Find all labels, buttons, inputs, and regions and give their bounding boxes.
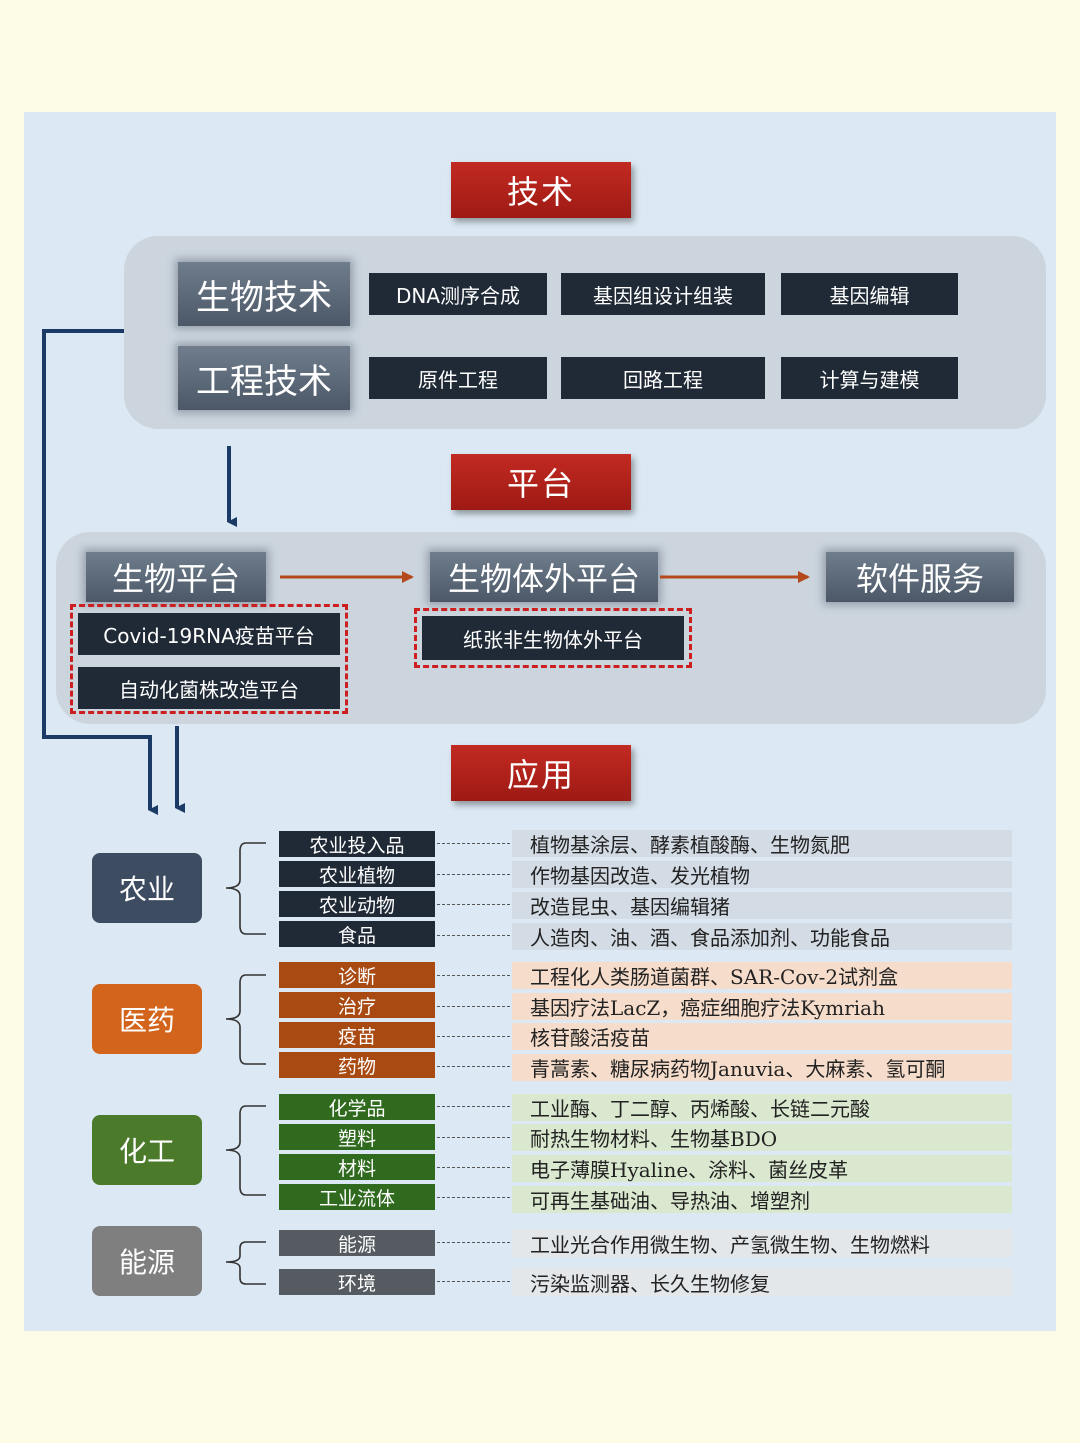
platform-software: 软件服务 (826, 552, 1014, 602)
section-title-application: 应用 (451, 745, 631, 801)
desc-row: 工业光合作用微生物、产氢微生物、生物燃料 (512, 1229, 1012, 1257)
subcategory: 农业投入品 (279, 831, 435, 857)
desc-row: 改造昆虫、基因编辑猪 (512, 892, 1012, 919)
brace-chemical (225, 1105, 266, 1196)
tech-label-eng: 工程技术 (178, 346, 350, 410)
subcategory: 农业植物 (279, 861, 435, 887)
dashed-connector (437, 1242, 510, 1243)
subcategory: 诊断 (279, 962, 435, 988)
subcategory: 塑料 (279, 1124, 435, 1150)
subcategory: 食品 (279, 921, 435, 947)
subcategory: 疫苗 (279, 1022, 435, 1048)
tech-item: 计算与建模 (781, 357, 958, 399)
subcategory: 工业流体 (279, 1184, 435, 1210)
dashed-connector (437, 975, 510, 976)
brace-medicine (225, 974, 266, 1065)
subcategory: 化学品 (279, 1094, 435, 1120)
desc-row: 基因疗法LacZ，癌症细胞疗法Kymriah (512, 993, 1012, 1020)
dashed-connector (437, 1197, 510, 1198)
category-chemical: 化工 (92, 1115, 202, 1185)
bio-platform-group (70, 604, 348, 714)
tech-item: 回路工程 (561, 357, 765, 399)
dashed-connector (437, 1281, 510, 1282)
dashed-connector (437, 1006, 510, 1007)
desc-row: 工业酶、丁二醇、丙烯酸、长链二元酸 (512, 1094, 1012, 1121)
tech-item: 原件工程 (369, 357, 547, 399)
platform-item: Covid-19RNA疫苗平台 (78, 613, 340, 655)
desc-row: 人造肉、油、酒、食品添加剂、功能食品 (512, 923, 1012, 950)
dashed-connector (437, 1167, 510, 1168)
dashed-connector (437, 843, 510, 844)
tech-item: 基因组设计组装 (561, 273, 765, 315)
platform-invitro: 生物体外平台 (430, 552, 658, 602)
dashed-connector (437, 1066, 510, 1067)
desc-row: 工程化人类肠道菌群、SAR-Cov-2试剂盒 (512, 962, 1012, 989)
subcategory: 能源 (279, 1230, 435, 1256)
dashed-connector (437, 1137, 510, 1138)
desc-row: 电子薄膜Hyaline、涂料、菌丝皮革 (512, 1155, 1012, 1182)
tech-label-bio: 生物技术 (178, 262, 350, 326)
desc-row: 耐热生物材料、生物基BDO (512, 1124, 1012, 1151)
desc-row: 核苷酸活疫苗 (512, 1023, 1012, 1050)
brace-energy (225, 1241, 266, 1285)
category-agriculture: 农业 (92, 853, 202, 923)
category-energy: 能源 (92, 1226, 202, 1296)
brace-agriculture (225, 842, 266, 935)
subcategory: 农业动物 (279, 891, 435, 917)
dashed-connector (437, 1036, 510, 1037)
subcategory: 药物 (279, 1052, 435, 1078)
subcategory: 治疗 (279, 992, 435, 1018)
arrow-tech-to-application (42, 329, 158, 815)
invitro-platform-group (414, 608, 692, 668)
desc-row: 可再生基础油、导热油、增塑剂 (512, 1186, 1012, 1213)
subcategory: 材料 (279, 1154, 435, 1180)
section-title-tech: 技术 (451, 162, 631, 218)
category-medicine: 医药 (92, 984, 202, 1054)
desc-row: 植物基涂层、酵素植酸酶、生物氮肥 (512, 830, 1012, 857)
dashed-connector (437, 935, 510, 936)
desc-row: 青蒿素、糖尿病药物Januvia、大麻素、氢可酮 (512, 1054, 1012, 1081)
platform-item: 自动化菌株改造平台 (78, 667, 340, 709)
dashed-connector (437, 874, 510, 875)
desc-row: 污染监测器、长久生物修复 (512, 1268, 1012, 1296)
tech-item: DNA测序合成 (369, 273, 547, 315)
subcategory: 环境 (279, 1269, 435, 1295)
dashed-connector (437, 904, 510, 905)
platform-bio: 生物平台 (86, 552, 266, 602)
section-title-platform: 平台 (451, 454, 631, 510)
platform-item: 纸张非生物体外平台 (422, 616, 684, 660)
tech-item: 基因编辑 (781, 273, 958, 315)
dashed-connector (437, 1106, 510, 1107)
desc-row: 作物基因改造、发光植物 (512, 861, 1012, 888)
